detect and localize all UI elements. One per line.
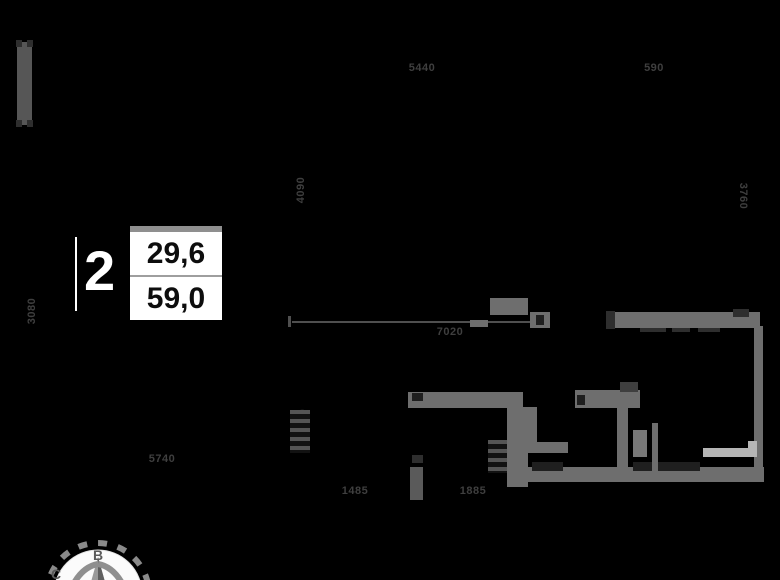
door-threshold: [633, 462, 700, 471]
dim-label-bottom-left-width: 5740: [148, 453, 176, 465]
wall-notch: [412, 393, 423, 401]
wall-segment: [490, 298, 528, 315]
total-area-value: 59,0: [130, 275, 222, 320]
wall-notch: [536, 315, 544, 325]
radiator-hatch: [290, 410, 310, 453]
compass-wing: [72, 561, 99, 580]
wall-thin: [652, 423, 658, 477]
dim-label-upper-left-height: 4090: [295, 176, 307, 204]
dim-label-bottom-width-b: 1885: [459, 485, 487, 497]
dim-label-left-height: 3080: [26, 297, 38, 325]
wall-bathroom-top: [575, 390, 640, 408]
rooms-count: 2: [84, 239, 116, 302]
wall-stub: [528, 442, 568, 453]
wall-segment: [507, 450, 528, 487]
wall-segment: [17, 42, 32, 125]
wall-notch: [577, 395, 585, 405]
wall-top-right-room: [608, 312, 760, 328]
dim-label-right-height: 3760: [737, 182, 749, 210]
compass-east-label: В: [93, 547, 103, 563]
wall-cap: [16, 40, 22, 47]
wall-cap: [606, 311, 615, 329]
window-dash: [698, 328, 720, 332]
compass-rose: В С: [45, 540, 151, 580]
compass-north-label: С: [51, 566, 61, 580]
wall-nub: [733, 309, 749, 317]
info-tick: [75, 237, 77, 311]
wall-right-outer: [754, 326, 763, 472]
dim-label-mid-width: 7020: [436, 326, 464, 338]
wall-bottom-outer: [512, 467, 764, 482]
wall-mid-horizontal: [408, 392, 523, 408]
balcony-rail: [748, 441, 757, 457]
wall-stub: [412, 455, 423, 463]
toilet-fixture: [633, 430, 647, 457]
wall-cap: [27, 40, 33, 47]
info-box-top-strip: [130, 226, 222, 232]
shaft-hatch: [488, 440, 507, 473]
wall-segment: [470, 320, 488, 327]
compass-wing: [97, 561, 124, 580]
wall-stub: [410, 467, 423, 500]
balcony-rail: [703, 448, 753, 457]
wall-bathroom-right: [617, 407, 628, 467]
wall-nub: [620, 382, 638, 392]
dim-label-top-right-width: 590: [644, 62, 664, 74]
door-threshold: [532, 462, 563, 471]
dim-label-bottom-width-a: 1485: [341, 485, 369, 497]
area-info-box: 29,6 59,0: [130, 232, 222, 320]
dim-line-mid: [292, 321, 545, 323]
window-dash: [640, 328, 666, 332]
dim-tick: [288, 316, 291, 327]
living-area-value: 29,6: [146, 237, 206, 270]
dim-label-top-width: 5440: [408, 62, 436, 74]
window-dash: [672, 328, 690, 332]
wall-cap: [27, 120, 33, 127]
wall-cap: [16, 120, 22, 127]
